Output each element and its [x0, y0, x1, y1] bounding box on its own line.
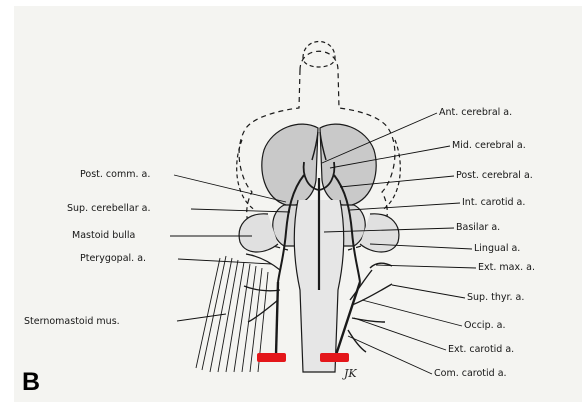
- label-mastoid-bulla: Mastoid bulla: [72, 230, 135, 241]
- leader-com-carotid: [348, 336, 432, 374]
- left-mastoid-bulla: [239, 214, 278, 252]
- label-basilar-a: Basilar a.: [456, 222, 500, 233]
- label-ext-max-a: Ext. max. a.: [478, 262, 535, 273]
- right-mastoid-bulla: [360, 214, 399, 252]
- label-int-carotid-a: Int. carotid a.: [462, 197, 525, 208]
- left-branches: [244, 254, 280, 322]
- label-post-cerebral-a: Post. cerebral a.: [456, 170, 533, 181]
- left-hemisphere: [262, 124, 318, 205]
- leader-sternomastoid: [177, 314, 226, 321]
- label-lingual-a: Lingual a.: [474, 243, 520, 254]
- label-sternomastoid-mus: Sternomastoid mus.: [24, 316, 120, 327]
- com-carotid-left: [276, 282, 278, 355]
- label-pterygopal-a: Pterygopal. a.: [80, 253, 146, 264]
- panel-letter: B: [22, 368, 40, 397]
- right-carotid-highlight-marker: [320, 353, 349, 362]
- label-sup-cerebellar-a: Sup. cerebellar a.: [67, 203, 150, 214]
- artist-signature: JK: [344, 367, 357, 380]
- label-ext-carotid-a: Ext. carotid a.: [448, 344, 514, 355]
- label-com-carotid-a: Com. carotid a.: [434, 368, 507, 379]
- leader-sup-thyr: [392, 285, 465, 298]
- label-mid-cerebral-a: Mid. cerebral a.: [452, 140, 526, 151]
- leader-int-carotid: [350, 203, 460, 210]
- leader-sup-cerebellar: [191, 209, 290, 212]
- label-ant-cerebral-a: Ant. cerebral a.: [439, 107, 512, 118]
- leader-ext-max: [376, 265, 476, 268]
- left-carotid-highlight-marker: [257, 353, 286, 362]
- label-sup-thyr-a: Sup. thyr. a.: [467, 292, 524, 303]
- label-occip-a: Occip. a.: [464, 320, 505, 331]
- label-post-comm-a: Post. comm. a.: [80, 169, 150, 180]
